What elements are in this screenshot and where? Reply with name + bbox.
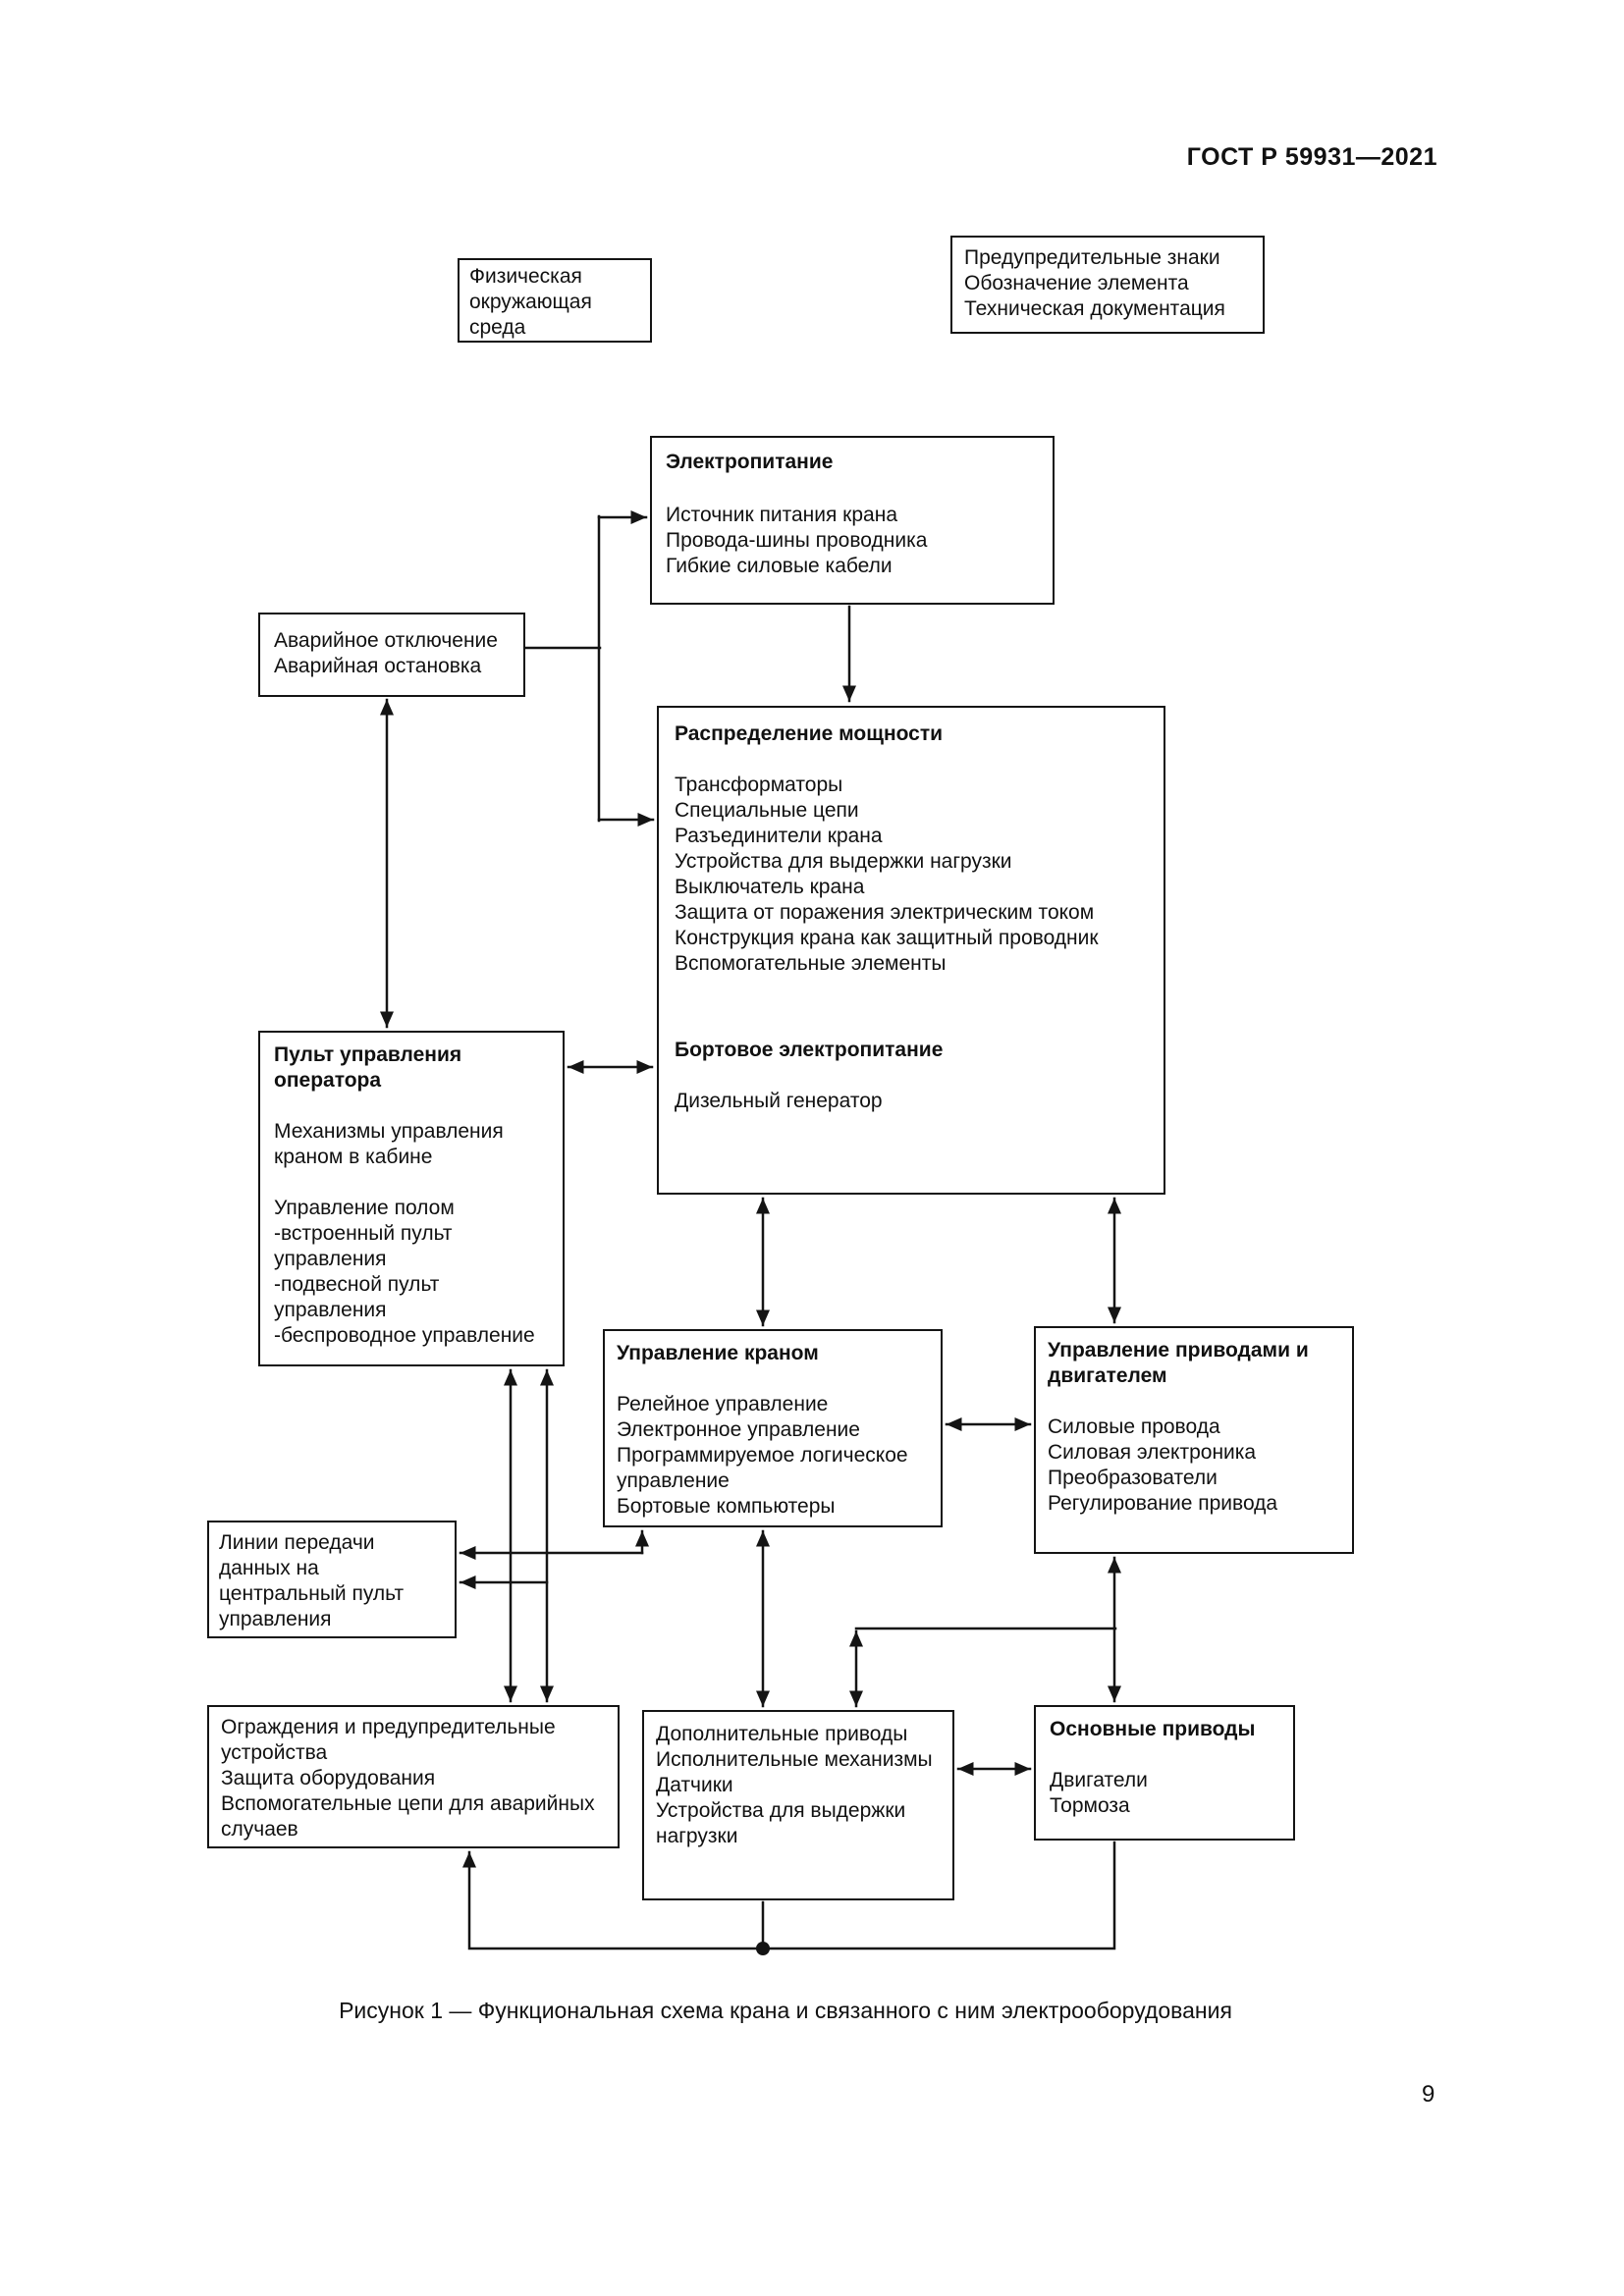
box-title: Управление краном — [617, 1342, 819, 1364]
box-guards-protection: Ограждения и предупредительные устройств… — [207, 1705, 620, 1848]
text-line: Силовые провода — [1048, 1415, 1220, 1438]
text-line: Регулирование привода — [1048, 1492, 1278, 1515]
text-line: -встроенный пульт управления — [274, 1222, 453, 1270]
text-line: Техническая документация — [964, 297, 1225, 320]
text-line: -беспроводное управление — [274, 1324, 535, 1347]
box-text: Физическая окружающая среда — [469, 265, 592, 339]
text-line: Ограждения и предупредительные устройств… — [221, 1716, 556, 1764]
box-text: Линии передачи данных на центральный пул… — [219, 1531, 405, 1630]
box-title: Распределение мощности — [675, 722, 944, 745]
text-line: Двигатели — [1050, 1769, 1148, 1791]
text-line: Силовая электроника — [1048, 1441, 1257, 1464]
text-line: Предупредительные знаки — [964, 246, 1220, 269]
text-line: Аварийная остановка — [274, 655, 482, 677]
text-line: Аварийное отключение — [274, 629, 498, 652]
box-paragraph: Механизмы управления краном в кабине — [274, 1120, 504, 1168]
text-line: Датчики — [656, 1774, 733, 1796]
text-line: Трансформаторы — [675, 774, 843, 796]
text-line: Устройства для выдержки нагрузки — [675, 850, 1012, 873]
document-header: ГОСТ Р 59931—2021 — [1186, 143, 1437, 171]
text-line: Обозначение элемента — [964, 272, 1189, 294]
text-line: Вспомогательные элементы — [675, 952, 947, 975]
text-line: Программируемое логическое управление — [617, 1444, 908, 1492]
box-subtitle: Бортовое электропитание — [675, 1039, 944, 1061]
text-line: Вспомогательные цепи для аварийных случа… — [221, 1792, 595, 1841]
box-title: Пульт управления оператора — [274, 1043, 462, 1092]
box-physical-environment: Физическая окружающая среда — [458, 258, 652, 343]
text-line: Разъединители крана — [675, 825, 883, 847]
box-drive-motor-control: Управление приводами и двигателем Силовы… — [1034, 1326, 1354, 1554]
text-line: Бортовые компьютеры — [617, 1495, 836, 1518]
box-lines: Управление полом -встроенный пульт управл… — [274, 1196, 549, 1349]
box-operator-console: Пульт управления оператора Механизмы упр… — [258, 1031, 565, 1366]
text-line: Конструкция крана как защитный проводник — [675, 927, 1099, 949]
text-line: Преобразователи — [1048, 1467, 1218, 1489]
text-line: Защита оборудования — [221, 1767, 436, 1789]
box-data-transmission-lines: Линии передачи данных на центральный пул… — [207, 1521, 457, 1638]
box-lines: Ограждения и предупредительные устройств… — [221, 1715, 606, 1842]
figure-caption: Рисунок 1 — Функциональная схема крана и… — [339, 1998, 1232, 2023]
text-line: Гибкие силовые кабели — [666, 555, 893, 577]
box-sub-lines: Дизельный генератор — [675, 1089, 1148, 1114]
text-line: Специальные цепи — [675, 799, 859, 822]
text-line: Выключатель крана — [675, 876, 865, 898]
text-line: Провода-шины проводника — [666, 529, 928, 552]
page-number: 9 — [1422, 2081, 1435, 2108]
text-line: Исполнительные механизмы — [656, 1748, 933, 1771]
text-line: Релейное управление — [617, 1393, 829, 1415]
text-line: Дополнительные приводы — [656, 1723, 908, 1745]
text-line: -подвесной пульт управления — [274, 1273, 440, 1321]
box-title: Основные приводы — [1050, 1718, 1256, 1740]
box-title: Электропитание — [666, 451, 834, 473]
text-line: Источник питания крана — [666, 504, 898, 526]
text-line: Тормоза — [1050, 1794, 1130, 1817]
text-line: Управление полом — [274, 1197, 455, 1219]
junction-dot — [756, 1942, 770, 1955]
text-line: Дизельный генератор — [675, 1090, 883, 1112]
text-line: Защита от поражения электрическим током — [675, 901, 1095, 924]
box-title: Управление приводами и двигателем — [1048, 1339, 1309, 1387]
text-line: Устройства для выдержки нагрузки — [656, 1799, 906, 1847]
text-line: Электронное управление — [617, 1418, 860, 1441]
